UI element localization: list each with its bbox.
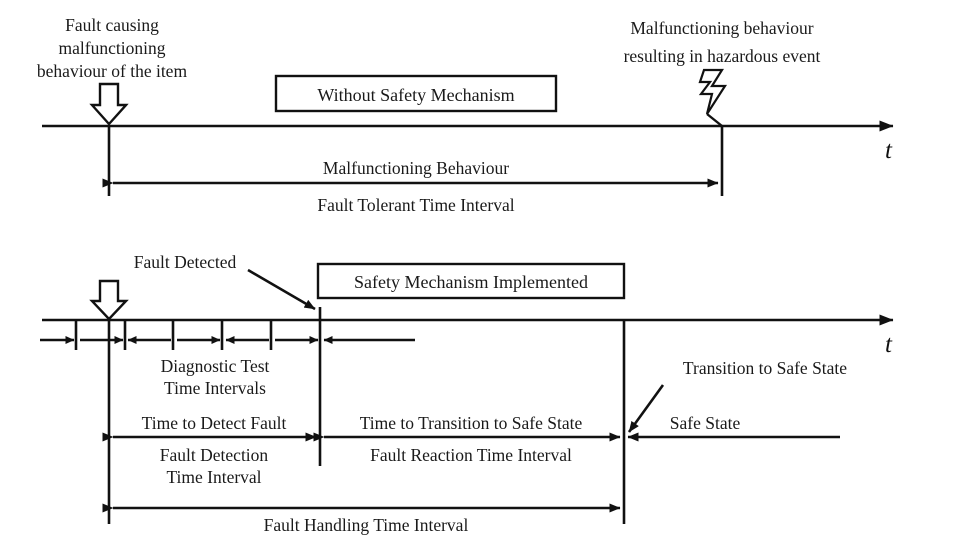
safety-mechanism-implemented-label: Safety Mechanism Implemented — [354, 272, 588, 292]
hollow-down-arrow-icon — [89, 279, 129, 321]
diagnostic-label-line2: Time Intervals — [164, 378, 266, 398]
fault-detection-time-interval-label-line2: Time Interval — [166, 467, 261, 487]
diagnostic-label-line1: Diagnostic Test — [161, 356, 270, 376]
fault-detection-time-interval-label-line1: Fault Detection — [160, 445, 269, 465]
diagnostic-tick-marks — [74, 320, 273, 350]
top-fault-annotation-line3: behaviour of the item — [37, 61, 188, 81]
lightning-bolt-icon — [698, 68, 728, 115]
top-fault-annotation-line1: Fault causing — [65, 15, 159, 35]
lightning-bolt-tail — [706, 113, 723, 127]
bottom-axis-symbol: t — [885, 331, 893, 358]
top-axis-symbol: t — [885, 137, 893, 164]
top-hazard-annotation-line1: Malfunctioning behaviour — [630, 18, 813, 38]
without-safety-mechanism-label: Without Safety Mechanism — [317, 85, 514, 105]
fault-detected-pointer-icon — [247, 268, 316, 311]
fault-handling-time-interval-label: Fault Handling Time Interval — [264, 515, 469, 535]
without-safety-mechanism-box — [274, 74, 558, 113]
top-hazard-annotation-line2: resulting in hazardous event — [624, 46, 821, 66]
safe-state-pointer-icon — [627, 384, 665, 433]
malfunctioning-behaviour-label: Malfunctioning Behaviour — [323, 158, 509, 178]
fault-detected-label: Fault Detected — [134, 252, 237, 272]
fault-tolerant-time-interval-label: Fault Tolerant Time Interval — [317, 195, 514, 215]
hollow-down-arrow-icon — [89, 82, 129, 126]
time-to-transition-label: Time to Transition to Safe State — [360, 413, 583, 433]
transition-to-safe-state-callout: Transition to Safe State — [683, 358, 847, 378]
safe-state-label: Safe State — [670, 413, 741, 433]
time-to-detect-fault-label: Time to Detect Fault — [142, 413, 287, 433]
top-fault-annotation-line2: malfunctioning — [59, 38, 166, 58]
fault-reaction-time-interval-label: Fault Reaction Time Interval — [370, 445, 572, 465]
safety-mechanism-implemented-box — [316, 262, 626, 300]
